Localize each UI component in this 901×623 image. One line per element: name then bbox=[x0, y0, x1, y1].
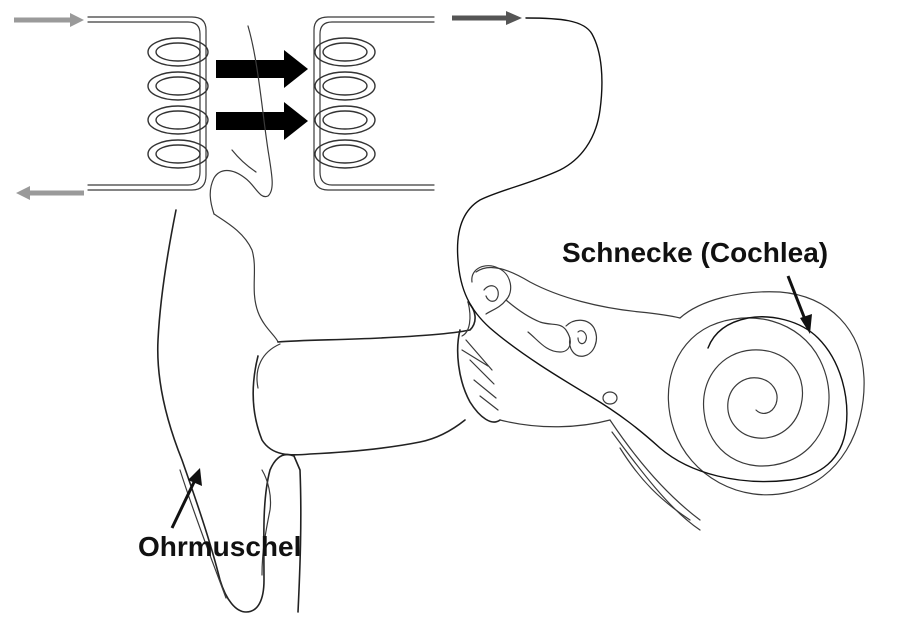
coil-transfer-group bbox=[14, 11, 522, 200]
transfer-arrow-icon-upper bbox=[216, 50, 308, 88]
transmitter-coil bbox=[88, 17, 208, 190]
ear-canal bbox=[278, 302, 475, 342]
auricle-label: Ohrmuschel bbox=[138, 531, 301, 562]
cochlea-pointer-arrow-icon bbox=[788, 276, 806, 322]
ear-anatomy bbox=[158, 18, 864, 612]
eardrum bbox=[458, 330, 500, 422]
auricle-pointer-arrow-icon bbox=[172, 478, 196, 528]
cochlea-label-group: Schnecke (Cochlea) bbox=[562, 237, 828, 334]
signal-arrow-icon bbox=[452, 11, 522, 25]
output-arrow-icon bbox=[16, 186, 84, 200]
cochlea bbox=[668, 292, 864, 495]
auricle-label-group: Ohrmuschel bbox=[138, 468, 301, 562]
receiver-coil bbox=[314, 17, 434, 190]
input-arrow-icon bbox=[14, 13, 84, 27]
cochlea-label: Schnecke (Cochlea) bbox=[562, 237, 828, 268]
